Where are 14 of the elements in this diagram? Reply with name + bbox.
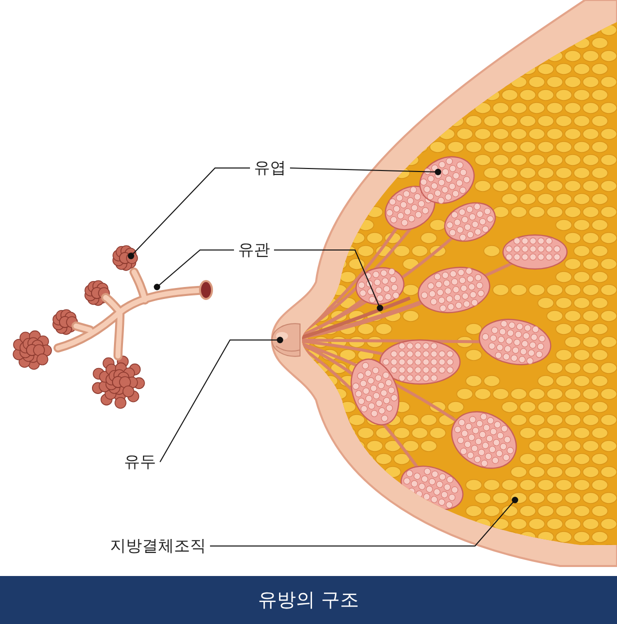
leader-line xyxy=(210,496,518,546)
leader-line xyxy=(128,168,250,260)
fat-tissue-drawing xyxy=(302,24,617,545)
nipple-drawing xyxy=(272,323,300,357)
leader-line xyxy=(154,250,234,290)
lobule-drawing xyxy=(419,156,475,204)
lobule-cluster-drawing xyxy=(112,245,138,271)
leader-line xyxy=(290,168,442,176)
leader-line xyxy=(160,336,284,462)
diagram-title: 유방의 구조 xyxy=(256,589,360,611)
part-label: 유관 xyxy=(236,240,272,260)
milk-duct-drawing xyxy=(302,296,411,340)
leader-line xyxy=(274,250,384,312)
duct-tube-drawing xyxy=(54,268,213,360)
